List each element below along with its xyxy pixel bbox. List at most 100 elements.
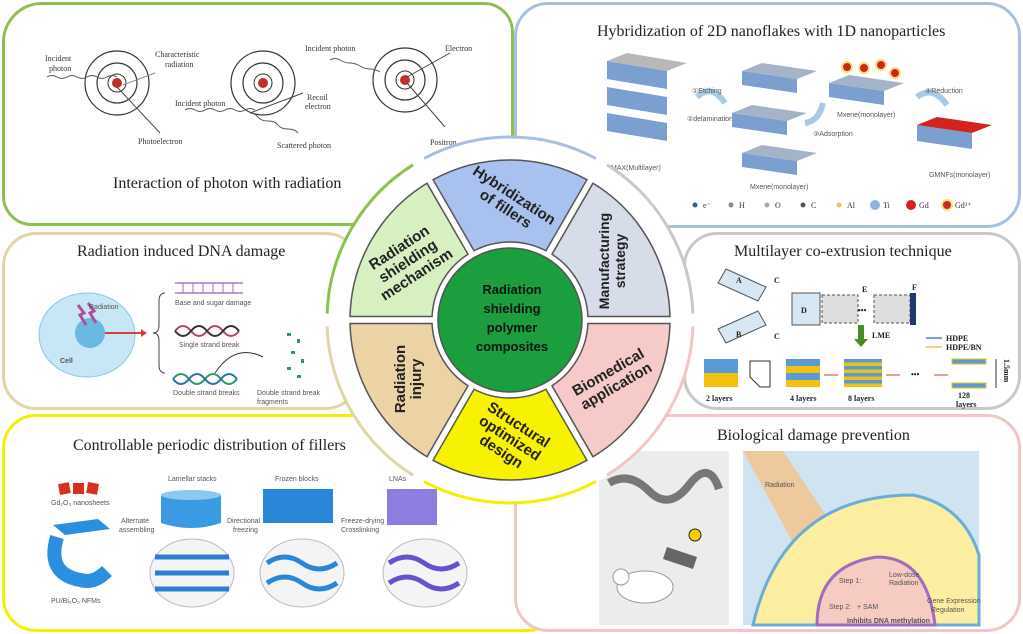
label: Low-dose (889, 572, 919, 579)
label: 1.5mm (1002, 359, 1011, 383)
label: Step 2: (829, 604, 851, 611)
ring-arc (325, 326, 414, 477)
label: Cell (60, 358, 73, 365)
label: ①Etching (692, 87, 722, 95)
label: B (736, 330, 742, 339)
max-multilayer: MAX(Multilayer) (607, 53, 687, 172)
label: Scattered photon (277, 141, 331, 150)
label: Positron (430, 138, 457, 147)
label: Mxene(monolayer) (837, 112, 895, 119)
label: ••• (911, 370, 920, 379)
label: A (736, 276, 742, 285)
label: ④Reduction (925, 87, 963, 95)
panel-title: Interaction of photon with radiation (113, 175, 342, 192)
segment-radiation-shielding-mechanism (349, 182, 470, 318)
label: Radiation (89, 304, 119, 311)
center-title-line: shielding (483, 301, 540, 316)
center-title-line: composites (476, 339, 548, 354)
legend-label: H (739, 201, 745, 210)
label: radiation (165, 60, 193, 69)
label: Incident photon (175, 99, 225, 108)
radiation-hazard-icon (688, 528, 702, 542)
label: C (774, 332, 780, 341)
label: Gd₂O₃ nanosheets (51, 500, 110, 507)
hybridization-illustration: MAX(Multilayer) ①Etching ②delamination M… (607, 53, 992, 211)
label: assembling (119, 527, 155, 534)
label: + SAM (857, 604, 878, 611)
four-layer-block (786, 359, 820, 387)
panel-title: Hybridization of 2D nanoflakes with 1D n… (597, 23, 946, 40)
segment-biomedical-application (550, 322, 671, 458)
label: Mxene(monolayer) (750, 184, 808, 191)
label: ••• (858, 306, 867, 315)
label: Incident (45, 54, 72, 63)
label: Incident photon (305, 44, 355, 53)
center-title-line: polymer (487, 320, 538, 335)
label: ③Adsorption (813, 130, 853, 138)
legend-atom-icon (870, 200, 880, 210)
label: freezing (233, 527, 258, 534)
label: C (774, 276, 780, 285)
ring-arc (606, 163, 695, 314)
legend-label: Gd (919, 201, 929, 210)
legend-atom-icon (836, 202, 842, 208)
panel-co-extrusion: Multilayer co-extrusion technique A B C … (683, 232, 1021, 410)
legend-label: e⁻ (703, 201, 711, 210)
label: Inhibits DNA methylation (847, 618, 930, 625)
label: Photoelectron (138, 137, 182, 146)
legend-atom-icon (728, 202, 734, 208)
label: Radiation (765, 482, 795, 489)
legend-label: HDPE (946, 334, 968, 343)
label: Gene Expression (927, 598, 981, 605)
legend-label: Ti (883, 201, 891, 210)
label: Crosslinking (341, 527, 379, 534)
panel-title: Multilayer co-extrusion technique (734, 243, 952, 260)
extruder-diagram: A B C C D E F ••• (717, 268, 917, 344)
label: LME (872, 331, 890, 340)
segment-hybridization-of-fillers (432, 159, 588, 252)
legend-label: C (811, 201, 816, 210)
label: electron (305, 102, 331, 111)
dna-damage-illustration: Radiation Cell Base and sugar damage Sin… (38, 282, 321, 406)
label: Alternate (121, 518, 149, 525)
shielding-film (606, 469, 723, 504)
label: 2 layers (706, 394, 732, 403)
photoelectric-atom: Incident photon Characteristic radiation… (45, 50, 200, 146)
center-circle (437, 247, 583, 393)
label: fragments (257, 399, 289, 406)
ring-arc (423, 135, 597, 160)
label: Base and sugar damage (175, 300, 251, 307)
brace (152, 292, 166, 374)
label: ②delamination (687, 115, 733, 123)
ring-arc (423, 480, 597, 505)
legend-atom-icon (800, 202, 806, 208)
label: Double strand break (257, 390, 321, 397)
panel-title: Radiation induced DNA damage (77, 243, 286, 260)
label: Freeze-drying (341, 518, 384, 525)
fillers-illustration: Gd₂O₃ nanosheets PU/Bi₂O₃ NFMs Alternate… (47, 476, 468, 608)
segment-manufacturing-strategy (550, 182, 671, 318)
center-title-line: Radiation (482, 282, 541, 297)
segment-label: Radiationinjury (392, 345, 425, 413)
panel-title: Controllable periodic distribution of fi… (73, 437, 346, 454)
label: Recoil (307, 93, 329, 102)
panel-dna-damage: Radiation induced DNA damage Radiation C… (2, 232, 360, 410)
center-title: Radiation shielding polymer composites (476, 282, 548, 354)
legend-atom-icon (692, 202, 698, 208)
label: E (862, 285, 867, 294)
label: D (801, 306, 807, 315)
panel-photon-interaction: Incident photon Characteristic radiation… (2, 2, 514, 226)
legend-label: Gd³⁺ (955, 201, 971, 210)
label: layers (956, 400, 976, 409)
co-extrusion-illustration: A B C C D E F ••• LME HDPE HDPE/BN 2 lay… (704, 268, 1011, 409)
compton-atom: Incident photon Recoil electron Scattere… (175, 50, 331, 150)
label: Step 1: (839, 578, 861, 585)
panel-title: Biological damage prevention (717, 427, 910, 444)
eight-layer-block (844, 359, 882, 387)
biological-illustration: Radiation Step 1: Low-dose Radiation Ste… (599, 451, 981, 627)
nucleus (815, 555, 937, 627)
label: Frozen blocks (275, 476, 319, 483)
panel-biological-prevention: Biological damage prevention Radiation S… (514, 414, 1021, 632)
